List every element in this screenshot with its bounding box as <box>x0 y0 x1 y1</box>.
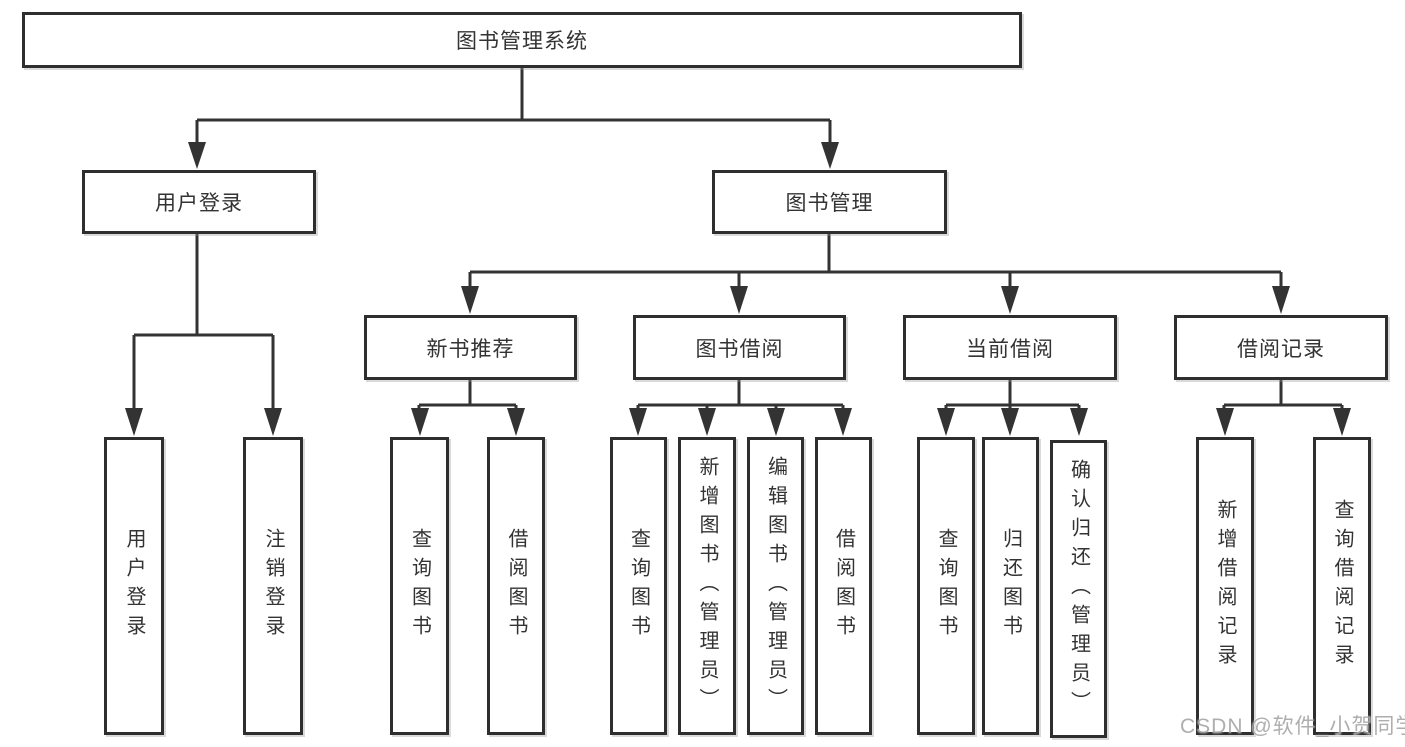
node-leaf-record-add-record: 新增借阅记录 <box>1196 437 1254 735</box>
node-new-book-recommend-label: 新书推荐 <box>426 337 515 361</box>
node-root: 图书管理系统 <box>22 12 1022 68</box>
arrowheads <box>125 142 1351 436</box>
connector-new-book-recommend <box>417 380 518 411</box>
node-book-management-branch-label: 图书管理 <box>785 192 874 215</box>
node-book-management-branch: 图书管理 <box>712 170 947 234</box>
node-leaf-current-return-book: 归还图书 <box>982 437 1039 735</box>
node-leaf-borrow-query-book: 查询图书 <box>610 437 667 735</box>
node-leaf-borrow-add-book: 新增图书（管理员） <box>678 437 736 735</box>
node-leaf-current-confirm-return: 确认归还（管理员） <box>1050 440 1107 738</box>
node-book-borrow-label: 图书借阅 <box>695 337 784 361</box>
node-leaf-user-login: 用户登录 <box>104 437 164 735</box>
node-borrow-record-label: 借阅记录 <box>1237 337 1325 361</box>
connector-book-borrow <box>636 380 845 411</box>
node-root-label: 图书管理系统 <box>456 30 588 53</box>
node-current-borrow-label: 当前借阅 <box>966 337 1054 361</box>
node-book-borrow: 图书借阅 <box>633 315 846 380</box>
node-current-borrow: 当前借阅 <box>903 315 1117 380</box>
connector-user-login <box>132 234 275 411</box>
node-leaf-current-query-book: 查询图书 <box>917 437 975 735</box>
node-borrow-record: 借阅记录 <box>1174 315 1388 380</box>
node-leaf-logout: 注销登录 <box>243 437 303 735</box>
connector-current-borrow <box>944 380 1081 411</box>
node-leaf-record-query-record: 查询借阅记录 <box>1313 437 1371 735</box>
node-leaf-recommend-borrow-book: 借阅图书 <box>487 437 545 735</box>
node-leaf-borrow-edit-book: 编辑图书（管理员） <box>747 437 804 735</box>
connector-root <box>195 68 832 144</box>
node-user-login-branch: 用户登录 <box>82 170 316 234</box>
connector-book-management <box>468 234 1283 289</box>
node-new-book-recommend: 新书推荐 <box>364 315 577 380</box>
node-leaf-recommend-query-book: 查询图书 <box>390 437 449 735</box>
connector-borrow-record <box>1222 380 1344 411</box>
node-leaf-borrow-borrow-book: 借阅图书 <box>815 437 872 735</box>
node-user-login-branch-label: 用户登录 <box>155 192 243 215</box>
watermark: CSDN @软件_小贺同学 <box>1180 715 1405 738</box>
